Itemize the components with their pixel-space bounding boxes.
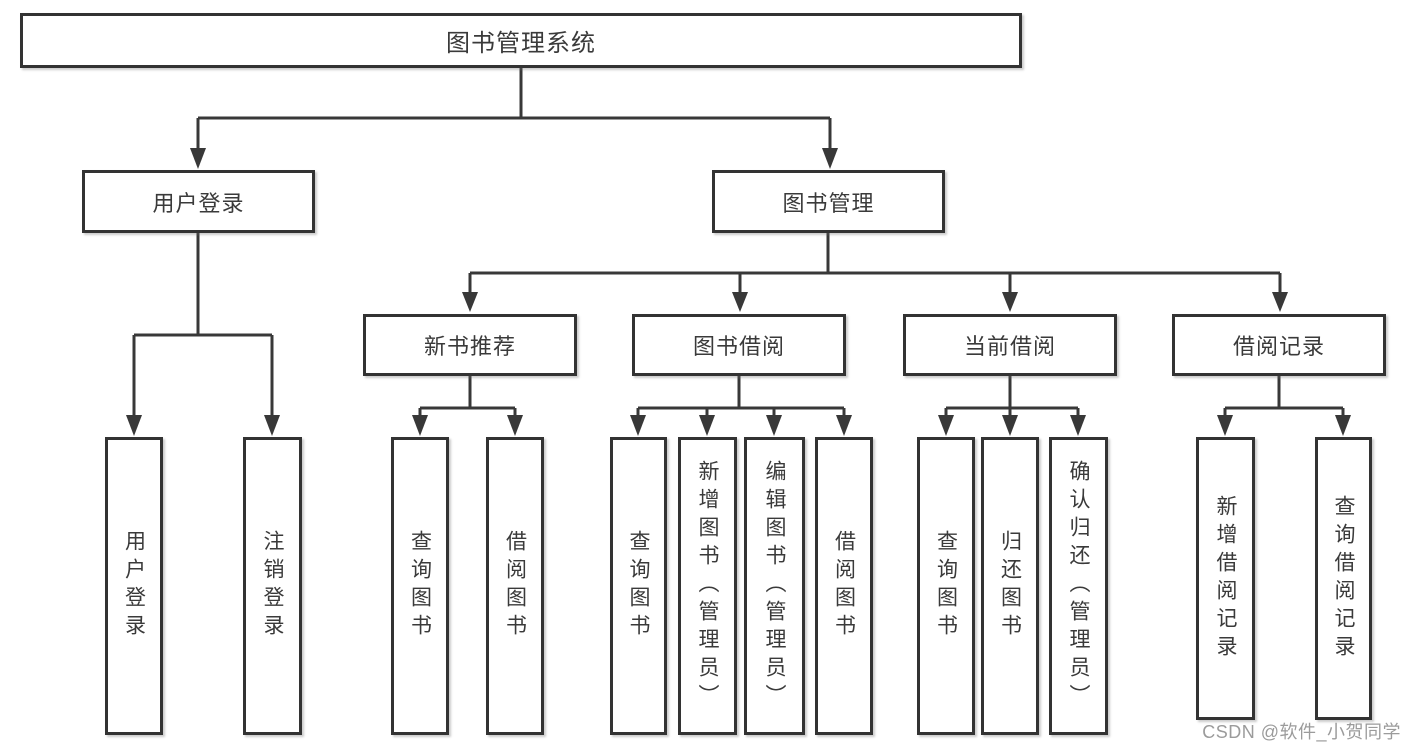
node-label: 归还图书: [998, 530, 1022, 642]
node-label: 新增图书（管理员）: [696, 460, 719, 712]
arrow-down-icon: [412, 415, 428, 436]
arrow-down-icon: [699, 415, 715, 436]
node-leaf-logout: 注销登录: [243, 437, 302, 735]
node-label: 查询借阅记录: [1332, 494, 1355, 663]
node-current-borrow: 当前借阅: [903, 314, 1117, 376]
node-label: 查询图书: [934, 530, 958, 642]
node-label: 用户登录: [122, 530, 146, 642]
node-book-borrow: 图书借阅: [632, 314, 846, 376]
arrow-down-icon: [507, 415, 523, 436]
arrow-down-icon: [1272, 292, 1288, 312]
csdn-watermark: CSDN @软件_小贺同学: [1202, 722, 1401, 742]
arrow-down-icon: [462, 292, 478, 312]
node-label: 确认归还（管理员）: [1067, 460, 1090, 712]
arrow-down-icon: [822, 148, 838, 169]
node-leaf-return-book: 归还图书: [981, 437, 1039, 735]
connector-book-borrow-children: [630, 376, 852, 436]
node-label: 用户登录: [152, 190, 245, 216]
node-label: 图书管理系统: [446, 30, 596, 57]
arrow-down-icon: [732, 292, 748, 312]
connector-new-book-rec-children: [412, 376, 523, 436]
node-leaf-borrow-book: 借阅图书: [815, 437, 873, 735]
node-label: 借阅图书: [832, 530, 856, 642]
arrow-down-icon: [126, 415, 142, 436]
node-label: 查询图书: [627, 530, 650, 642]
node-label: 新书推荐: [423, 334, 516, 359]
arrow-down-icon: [630, 415, 646, 436]
arrow-down-icon: [1002, 415, 1018, 436]
connector-borrow-records-children: [1217, 376, 1351, 436]
node-label: 图书借阅: [692, 334, 785, 359]
arrow-down-icon: [1070, 415, 1086, 436]
node-label: 编辑图书（管理员）: [763, 460, 786, 712]
node-leaf-query-book-recommend: 查询图书: [391, 437, 449, 735]
node-leaf-add-book-admin: 新增图书（管理员）: [678, 437, 737, 735]
node-borrow-records: 借阅记录: [1172, 314, 1386, 376]
node-new-book-recommend: 新书推荐: [363, 314, 577, 376]
node-leaf-edit-book-admin: 编辑图书（管理员）: [744, 437, 805, 735]
arrow-down-icon: [766, 415, 782, 436]
node-leaf-query-book-current: 查询图书: [917, 437, 975, 735]
node-leaf-add-borrow-record: 新增借阅记录: [1196, 437, 1255, 720]
connector-user-login-children: [126, 233, 280, 436]
arrow-down-icon: [1002, 292, 1018, 312]
arrow-down-icon: [836, 415, 852, 436]
node-label: 查询图书: [408, 530, 432, 642]
node-library-system: 图书管理系统: [20, 13, 1022, 68]
arrow-down-icon: [1335, 415, 1351, 436]
arrow-down-icon: [264, 415, 280, 436]
connector-root-to-level1: [190, 68, 838, 169]
node-label: 图书管理: [782, 190, 875, 216]
arrow-down-icon: [938, 415, 954, 436]
node-label: 注销登录: [261, 530, 284, 642]
node-book-management: 图书管理: [712, 170, 945, 233]
node-leaf-borrow-book-recommend: 借阅图书: [486, 437, 544, 735]
node-leaf-confirm-return-admin: 确认归还（管理员）: [1049, 437, 1108, 735]
connector-book-mgmt-children: [462, 233, 1288, 312]
node-leaf-user-login: 用户登录: [105, 437, 163, 735]
node-leaf-query-book-borrow: 查询图书: [610, 437, 667, 735]
node-label: 借阅记录: [1232, 334, 1325, 359]
node-label: 借阅图书: [503, 530, 527, 642]
node-user-login: 用户登录: [82, 170, 315, 233]
node-label: 当前借阅: [963, 334, 1056, 359]
node-leaf-query-borrow-record: 查询借阅记录: [1315, 437, 1372, 720]
node-label: 新增借阅记录: [1214, 494, 1237, 663]
arrow-down-icon: [1217, 415, 1233, 436]
connector-current-borrow-children: [938, 376, 1086, 436]
arrow-down-icon: [190, 148, 206, 169]
